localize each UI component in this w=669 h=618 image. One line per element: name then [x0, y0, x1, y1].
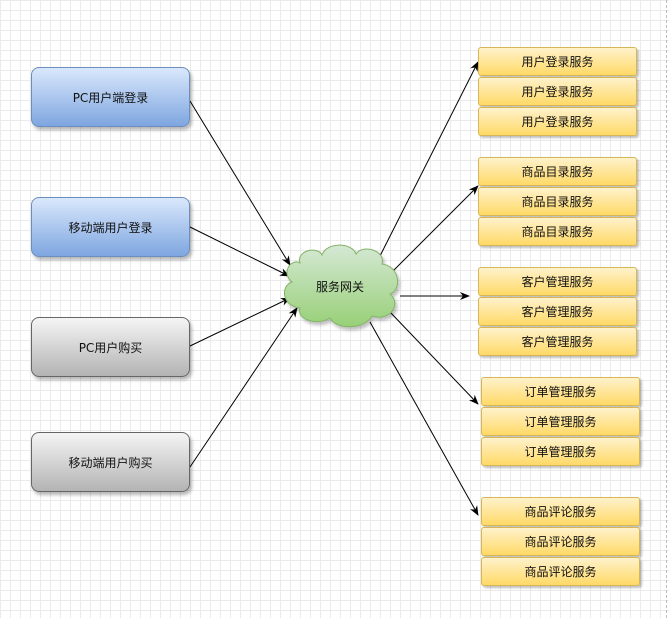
- client-pc-purchase[interactable]: PC用户购买: [31, 317, 190, 377]
- edge-gateway-group1: [379, 61, 479, 257]
- client-label: PC用户端登录: [72, 90, 149, 105]
- edge-client3-gateway: [189, 297, 291, 347]
- service-box[interactable]: 客户管理服务: [478, 297, 637, 326]
- service-box[interactable]: 用户登录服务: [478, 77, 637, 106]
- edge-client4-gateway: [189, 307, 298, 468]
- edge-gateway-group2: [389, 185, 479, 275]
- client-pc-login[interactable]: PC用户端登录: [31, 67, 190, 127]
- service-box[interactable]: 商品评论服务: [481, 557, 640, 586]
- service-box[interactable]: 商品目录服务: [478, 157, 637, 186]
- edge-gateway-group4: [389, 311, 479, 405]
- client-label: PC用户购买: [78, 340, 143, 355]
- service-box[interactable]: 订单管理服务: [481, 437, 640, 466]
- edge-client1-gateway: [189, 100, 291, 266]
- service-box[interactable]: 用户登录服务: [478, 107, 637, 136]
- service-box[interactable]: 商品目录服务: [478, 187, 637, 216]
- edge-client2-gateway: [189, 226, 290, 277]
- client-label: 移动端用户购买: [68, 455, 153, 470]
- service-box[interactable]: 客户管理服务: [478, 327, 637, 356]
- gateway-cloud-shape: [284, 244, 398, 328]
- service-box[interactable]: 商品目录服务: [478, 217, 637, 246]
- canvas-edge: [666, 0, 667, 618]
- client-label: 移动端用户登录: [68, 220, 153, 235]
- service-box[interactable]: 商品评论服务: [481, 527, 640, 556]
- service-box[interactable]: 客户管理服务: [478, 267, 637, 296]
- service-box[interactable]: 用户登录服务: [478, 47, 637, 76]
- client-mobile-login[interactable]: 移动端用户登录: [31, 197, 190, 257]
- service-box[interactable]: 商品评论服务: [481, 497, 640, 526]
- gateway-label[interactable]: 服务网关: [315, 279, 364, 294]
- service-box[interactable]: 订单管理服务: [481, 407, 640, 436]
- client-mobile-purchase[interactable]: 移动端用户购买: [31, 432, 190, 492]
- service-box[interactable]: 订单管理服务: [481, 377, 640, 406]
- edge-gateway-group5: [369, 321, 479, 516]
